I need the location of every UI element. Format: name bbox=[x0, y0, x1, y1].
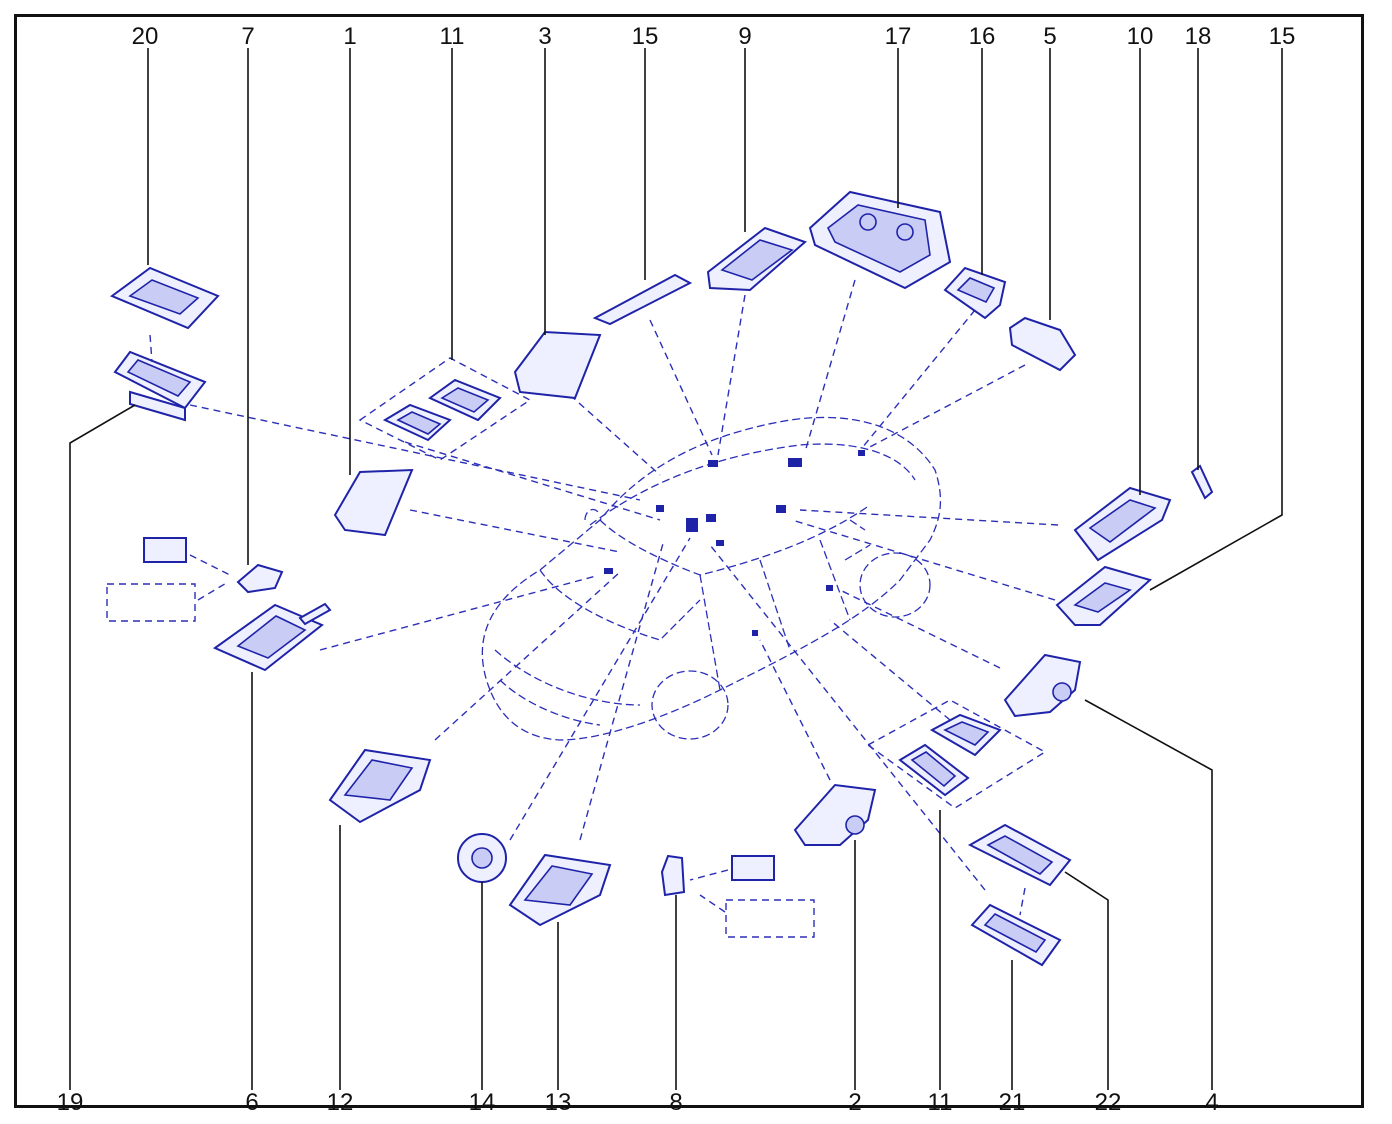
callout-1: 1 bbox=[343, 23, 356, 50]
part-19-lamp bbox=[113, 334, 207, 422]
callout-3: 3 bbox=[538, 23, 551, 50]
callout-21: 21 bbox=[999, 1089, 1026, 1116]
dashed-leaders bbox=[106, 279, 1059, 938]
part-18-pin bbox=[1190, 464, 1214, 500]
part-9-console bbox=[706, 226, 807, 292]
callout-13: 13 bbox=[545, 1089, 572, 1116]
bulb-8-label-box bbox=[731, 855, 775, 881]
part-5-module bbox=[1008, 316, 1077, 372]
part-1-lens bbox=[333, 468, 414, 537]
callout-10: 10 bbox=[1127, 23, 1154, 50]
callout-6: 6 bbox=[245, 1089, 258, 1116]
callout-14: 14 bbox=[469, 1089, 496, 1116]
part-4-housing bbox=[1003, 653, 1082, 718]
callout-15-right: 15 bbox=[1269, 23, 1296, 50]
callout-leaders bbox=[69, 48, 1283, 1090]
callout-15-left: 15 bbox=[632, 23, 659, 50]
part-12-lamp bbox=[328, 748, 432, 824]
car-outline bbox=[481, 416, 942, 741]
part-20-bezel bbox=[109, 266, 220, 330]
callout-2: 2 bbox=[848, 1089, 861, 1116]
callout-16: 16 bbox=[969, 23, 996, 50]
part-3-lens bbox=[513, 330, 602, 400]
part-13-lamp bbox=[508, 853, 612, 927]
part-6-lamp-assembly bbox=[212, 602, 332, 672]
bulb-7-label-box bbox=[143, 537, 187, 563]
callout-22: 22 bbox=[1095, 1089, 1122, 1116]
top-callouts: 20 7 1 11 3 15 9 17 16 5 10 18 15 bbox=[132, 23, 1296, 50]
bottom-callouts: 19 6 12 14 13 8 2 11 21 22 4 bbox=[57, 1089, 1219, 1116]
mount-points bbox=[604, 450, 865, 636]
callout-12: 12 bbox=[327, 1089, 354, 1116]
callout-11-bottom: 11 bbox=[928, 1089, 953, 1116]
part-16-switch bbox=[943, 266, 1007, 320]
part-14-socket bbox=[457, 833, 507, 883]
callout-18: 18 bbox=[1185, 23, 1212, 50]
callout-4: 4 bbox=[1205, 1089, 1218, 1116]
callout-11-top: 11 bbox=[440, 23, 465, 50]
part-7-bulb bbox=[236, 563, 284, 594]
callout-9: 9 bbox=[738, 23, 751, 50]
callout-20: 20 bbox=[132, 23, 159, 50]
part-11-lamp-pair-bottom bbox=[898, 713, 1002, 797]
part-2-housing bbox=[793, 783, 877, 846]
callout-7: 7 bbox=[241, 23, 254, 50]
part-8-bulb bbox=[660, 854, 686, 897]
part-22-bezel bbox=[967, 823, 1072, 887]
part-17-overhead-console bbox=[808, 190, 952, 290]
callout-19: 19 bbox=[57, 1089, 84, 1116]
callout-17: 17 bbox=[885, 23, 912, 50]
part-15-strip bbox=[592, 273, 693, 326]
diagram-frame bbox=[14, 14, 1364, 1108]
part-21-lamp bbox=[970, 887, 1062, 967]
part-15-gasket bbox=[1055, 565, 1153, 626]
part-10-lamp bbox=[1073, 486, 1172, 562]
callout-5: 5 bbox=[1043, 23, 1056, 50]
part-11-lamp-pair-top bbox=[382, 378, 502, 442]
callout-8: 8 bbox=[669, 1089, 682, 1116]
